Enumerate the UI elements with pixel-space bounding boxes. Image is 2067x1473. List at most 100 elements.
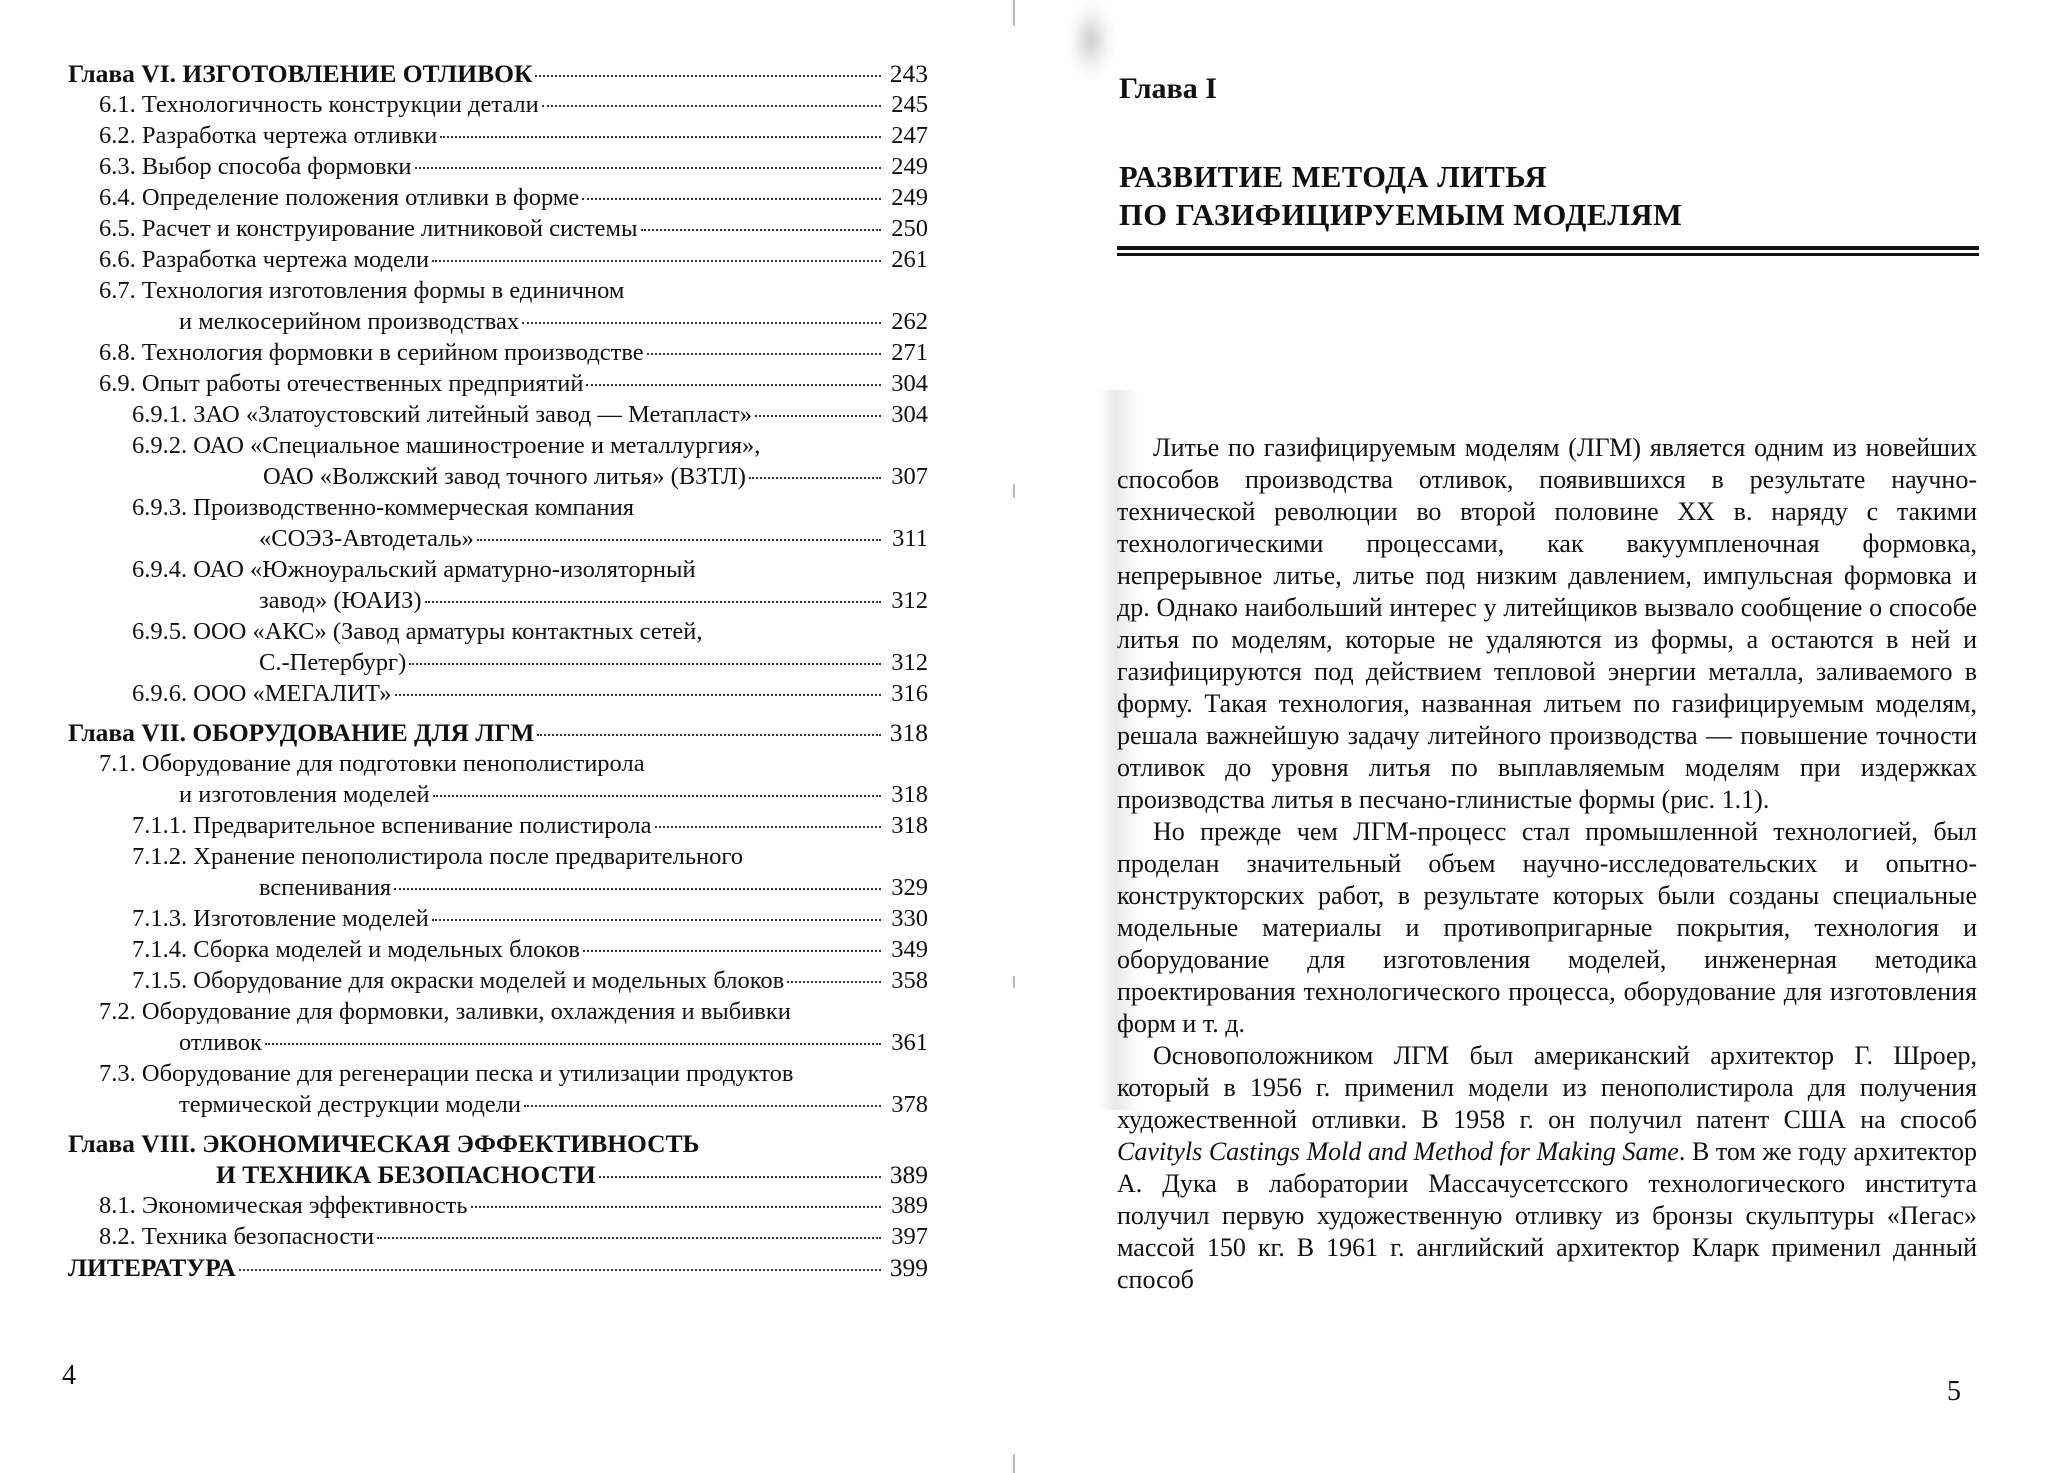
toc-entry: 7.1.5. Оборудование для окраски моделей … [68, 965, 928, 996]
paragraph-part: . В том же году архитектор А. Дука в лаб… [1117, 1137, 1977, 1294]
dot-leader [787, 981, 881, 983]
dot-leader [640, 229, 881, 231]
toc-page-number: 318 [891, 812, 928, 839]
toc-entry: 6.9.2. ОАО «Специальное машиностроение и… [68, 430, 928, 492]
toc-page-number: 249 [891, 184, 928, 211]
toc-entry-text: 8.1. Экономическая эффективность [99, 1192, 468, 1219]
rule-thick [1117, 246, 1979, 250]
scan-smudge [1066, 0, 1116, 80]
dot-leader [748, 477, 881, 479]
toc-page-number: 389 [889, 1160, 928, 1189]
toc-entry: 6.9.1. ЗАО «Златоустовский литейный заво… [68, 399, 928, 430]
toc-entry-text: 6.8. Технология формовки в серийном прои… [99, 339, 644, 366]
toc-entry-text: ЛИТЕРАТУРА [68, 1253, 236, 1282]
toc-entry: 7.1.4. Сборка моделей и модельных блоков… [68, 934, 928, 965]
toc-entry: 6.9.4. ОАО «Южноуральский арматурно-изол… [68, 554, 928, 616]
toc-page-number: 397 [891, 1223, 928, 1250]
toc-entry-text: 7.1. Оборудование для подготовки пенопол… [99, 750, 645, 777]
toc-entry-text: 6.9.6. ООО «МЕГАЛИТ» [132, 680, 392, 707]
toc-page-number: 307 [891, 463, 928, 490]
dot-leader [582, 198, 881, 200]
toc-entry-text: 6.9.1. ЗАО «Златоустовский литейный заво… [132, 401, 752, 428]
left-page-number: 4 [62, 1360, 76, 1391]
toc-entry-text: 6.9.2. ОАО «Специальное машиностроение и… [132, 432, 761, 459]
toc-page-number: 358 [891, 967, 928, 994]
toc-entry-text: Глава VII. ОБОРУДОВАНИЕ ДЛЯ ЛГМ [68, 718, 535, 747]
toc-entry: 7.1.2. Хранение пенополистирола после пр… [68, 841, 928, 903]
chapter-label: Глава I [1119, 72, 1217, 105]
toc-entry: 6.5. Расчет и конструирование литниковой… [68, 213, 928, 244]
toc-page-number: 378 [891, 1091, 928, 1118]
gutter-mark [1013, 0, 1015, 26]
toc-entry-continuation: С.-Петербург) [259, 649, 407, 676]
toc-entry-text: 6.1. Технологичность конструкции детали [99, 91, 539, 118]
toc-entry-text: 8.2. Техника безопасности [99, 1223, 375, 1250]
toc-entry-text: 7.1.3. Изготовление моделей [132, 905, 429, 932]
toc-entry: 6.9. Опыт работы отечественных предприят… [68, 368, 928, 399]
paragraph-part: Основоположником ЛГМ был американский ар… [1117, 1041, 1977, 1134]
dot-leader [535, 75, 881, 77]
toc-page-number: 318 [889, 718, 928, 747]
right-page-number: 5 [1947, 1376, 1961, 1407]
toc-page-number: 304 [891, 370, 928, 397]
gutter-mark [1013, 484, 1015, 498]
dot-leader [432, 795, 881, 797]
right-page: Глава I РАЗВИТИЕ МЕТОДА ЛИТЬЯ ПО ГАЗИФИЦ… [1117, 60, 1979, 1460]
toc-entry-continuation: И ТЕХНИКА БЕЗОПАСНОСТИ [216, 1160, 596, 1189]
toc-page-number: 389 [891, 1192, 928, 1219]
gutter-mark [1013, 1454, 1015, 1473]
dot-leader [264, 1043, 881, 1045]
dot-leader [431, 919, 881, 921]
scan-shadow [1098, 390, 1138, 1110]
toc-entry-text: 7.3. Оборудование для регенерации песка … [99, 1060, 794, 1087]
toc-entry-text: 6.3. Выбор способа формовки [99, 153, 412, 180]
toc-entry: 6.9.6. ООО «МЕГАЛИТ» 316 [68, 678, 928, 709]
toc-entry-text: 7.1.5. Оборудование для окраски моделей … [132, 967, 785, 994]
toc-entry-continuation: и мелкосерийном производствах [179, 308, 520, 335]
toc-entry-continuation: термической деструкции модели [179, 1091, 521, 1118]
toc-entry: 8.2. Техника безопасности 397 [68, 1221, 928, 1252]
dot-leader [537, 734, 881, 736]
toc-page-number: 312 [891, 649, 928, 676]
toc-entry-text: 6.9.4. ОАО «Южноуральский арматурно-изол… [132, 556, 696, 583]
chapter-body: Литье по газифицируемым моделям (ЛГМ) яв… [1117, 432, 1977, 1296]
dot-leader [754, 415, 881, 417]
toc-entry-text: 6.6. Разработка чертежа модели [99, 246, 430, 273]
toc-page-number: 312 [891, 587, 928, 614]
toc-entry: 6.9.3. Производственно-коммерческая комп… [68, 492, 928, 554]
dot-leader [440, 136, 881, 138]
chapter-title-line: ПО ГАЗИФИЦИРУЕМЫМ МОДЕЛЯМ [1119, 198, 1683, 232]
toc-entry-text: 7.1.2. Хранение пенополистирола после пр… [132, 843, 744, 870]
dot-leader [470, 1206, 881, 1208]
toc-entry-text: 7.1.4. Сборка моделей и модельных блоков [132, 936, 580, 963]
toc-entry-text: Глава VIII. ЭКОНОМИЧЕСКАЯ ЭФФЕКТИВНОСТЬ [68, 1129, 700, 1158]
toc-page-number: 304 [891, 401, 928, 428]
dot-leader [582, 950, 881, 952]
toc-entry-continuation: ОАО «Волжский завод точного литья» (ВЗТЛ… [263, 463, 746, 490]
toc-entry-text: 6.7. Технология изготовления формы в еди… [99, 277, 625, 304]
toc-entry: 7.2. Оборудование для формовки, заливки,… [68, 996, 928, 1058]
toc-page-number: 243 [889, 59, 928, 88]
dot-leader [414, 167, 881, 169]
toc-entry-text: 7.1.1. Предварительное вспенивание полис… [132, 812, 652, 839]
toc-entry: 8.1. Экономическая эффективность 389 [68, 1190, 928, 1221]
toc-page-number: 329 [891, 874, 928, 901]
toc-page-number: 316 [891, 680, 928, 707]
dot-leader [476, 539, 881, 541]
toc-entry-text: 6.5. Расчет и конструирование литниковой… [99, 215, 638, 242]
dot-leader [586, 384, 881, 386]
toc-entry-continuation: вспенивания [259, 874, 392, 901]
toc-entry-text: 6.9.3. Производственно-коммерческая комп… [132, 494, 635, 521]
title-double-rule [1117, 246, 1979, 256]
toc-entry-text: 6.4. Определение положения отливки в фор… [99, 184, 580, 211]
gutter-mark [1013, 976, 1015, 988]
dot-leader [409, 663, 881, 665]
toc-page-number: 361 [891, 1029, 928, 1056]
